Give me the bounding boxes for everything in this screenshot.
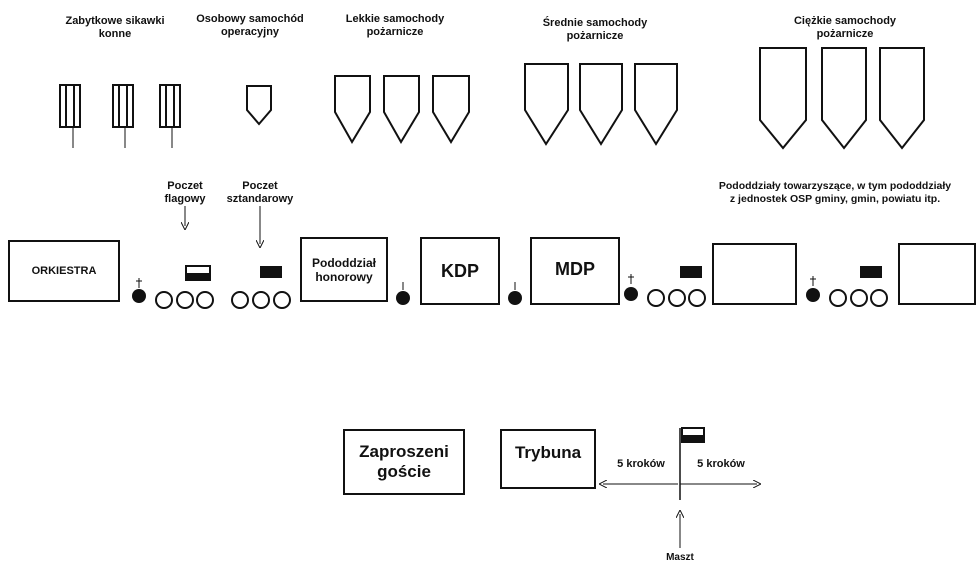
vehicle-ciezki-icon — [879, 47, 925, 150]
label-5-krokow-right: 5 kroków — [697, 458, 745, 470]
poczet-group — [647, 289, 706, 307]
maszt-flaga-icon — [679, 427, 705, 500]
poczet-flagowy-group — [155, 291, 214, 309]
dowodca-icon — [624, 274, 638, 301]
label-maszt: Maszt — [666, 552, 694, 563]
sikawka-icon — [112, 84, 134, 148]
vehicle-lekki-icon — [334, 75, 371, 144]
box-mdp: MDP — [530, 237, 620, 305]
dowodca-icon — [508, 282, 522, 305]
box-trybuna: Trybuna — [500, 429, 596, 489]
box-pododdzial-towarzyszacy-2 — [898, 243, 976, 305]
label-5-krokow-left: 5 kroków — [617, 458, 665, 470]
vehicle-ciezki-icon — [759, 47, 807, 150]
box-pododdzial-towarzyszacy-1 — [712, 243, 797, 305]
vehicle-sredni-icon — [579, 63, 623, 146]
dowodca-icon — [132, 278, 146, 303]
vehicle-osobowy-icon — [246, 85, 272, 126]
vehicle-sredni-icon — [634, 63, 678, 146]
vehicle-sredni-icon — [524, 63, 569, 146]
dowodca-icon — [806, 276, 820, 302]
sikawka-icon — [59, 84, 81, 148]
vehicle-ciezki-icon — [821, 47, 867, 150]
sikawka-icon — [159, 84, 181, 148]
box-kdp: KDP — [420, 237, 500, 305]
label-pododdzialy-towarzyszace: Pododdziały towarzyszące, w tym pododdzi… — [718, 180, 952, 205]
poczet-group — [829, 289, 888, 307]
box-orkiestra: ORKIESTRA — [8, 240, 120, 302]
dowodca-icon — [396, 282, 410, 305]
vehicle-lekki-icon — [383, 75, 420, 144]
sztandar-icon — [860, 266, 882, 278]
flaga-icon — [185, 265, 211, 281]
poczet-sztandarowy-group — [231, 291, 291, 309]
sztandar-icon — [260, 266, 282, 278]
sztandar-icon — [680, 266, 702, 278]
vehicle-lekki-icon — [432, 75, 470, 144]
